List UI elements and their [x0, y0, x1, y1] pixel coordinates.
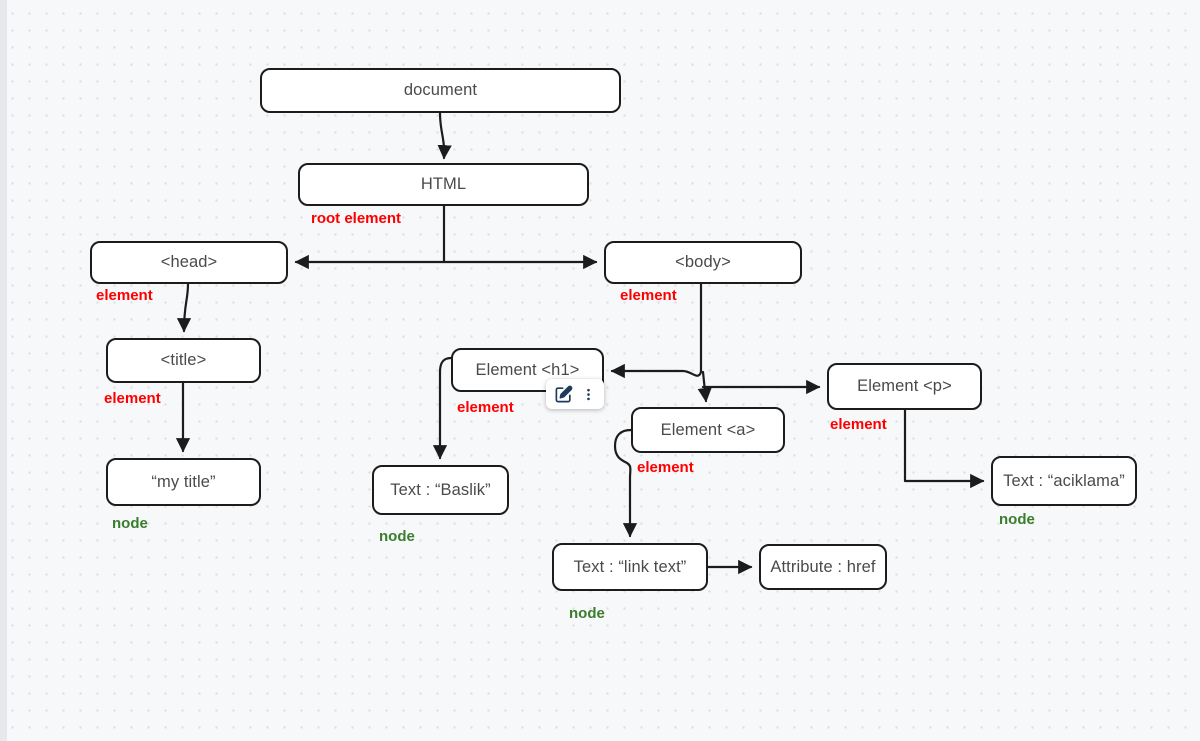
edge-p-to-aciklama: [903, 408, 985, 489]
edge-a-to-linktext: [613, 428, 638, 538]
label-p-element: element: [830, 416, 887, 433]
node-title[interactable]: <title>: [106, 338, 261, 383]
node-text-baslik[interactable]: Text : “Baslik”: [372, 465, 509, 515]
node-text-my-title[interactable]: “my title”: [106, 458, 261, 506]
edge-document-to-html: [437, 111, 452, 160]
node-attribute-href[interactable]: Attribute : href: [759, 544, 887, 590]
node-document[interactable]: document: [260, 68, 621, 113]
label-head-element: element: [96, 287, 153, 304]
label-h1-element: element: [457, 399, 514, 416]
node-text-link-text[interactable]: Text : “link text”: [552, 543, 708, 591]
more-vertical-icon[interactable]: [578, 380, 598, 408]
node-element-p[interactable]: Element <p>: [827, 363, 982, 410]
edge-body-to-a: [697, 370, 712, 403]
label-root-element: root element: [311, 210, 402, 227]
node-html[interactable]: HTML: [298, 163, 589, 206]
label-link-text-node: node: [569, 605, 605, 622]
node-context-toolbar[interactable]: [546, 379, 604, 409]
label-baslik-node: node: [379, 528, 415, 545]
edit-pencil-square-icon[interactable]: [548, 380, 578, 408]
edge-body-to-h1: [610, 363, 703, 379]
label-my-title-node: node: [112, 515, 148, 532]
label-title-element: element: [104, 390, 161, 407]
edge-h1-to-baslik: [432, 356, 453, 460]
node-text-aciklama[interactable]: Text : “aciklama”: [991, 456, 1137, 506]
node-element-a[interactable]: Element <a>: [631, 407, 785, 453]
label-a-element: element: [637, 459, 694, 476]
canvas-left-edge-band: [0, 0, 7, 741]
node-head[interactable]: <head>: [90, 241, 288, 284]
label-body-element: element: [620, 287, 677, 304]
edge-head-to-title: [176, 282, 192, 333]
node-body[interactable]: <body>: [604, 241, 802, 284]
label-aciklama-node: node: [999, 511, 1035, 528]
